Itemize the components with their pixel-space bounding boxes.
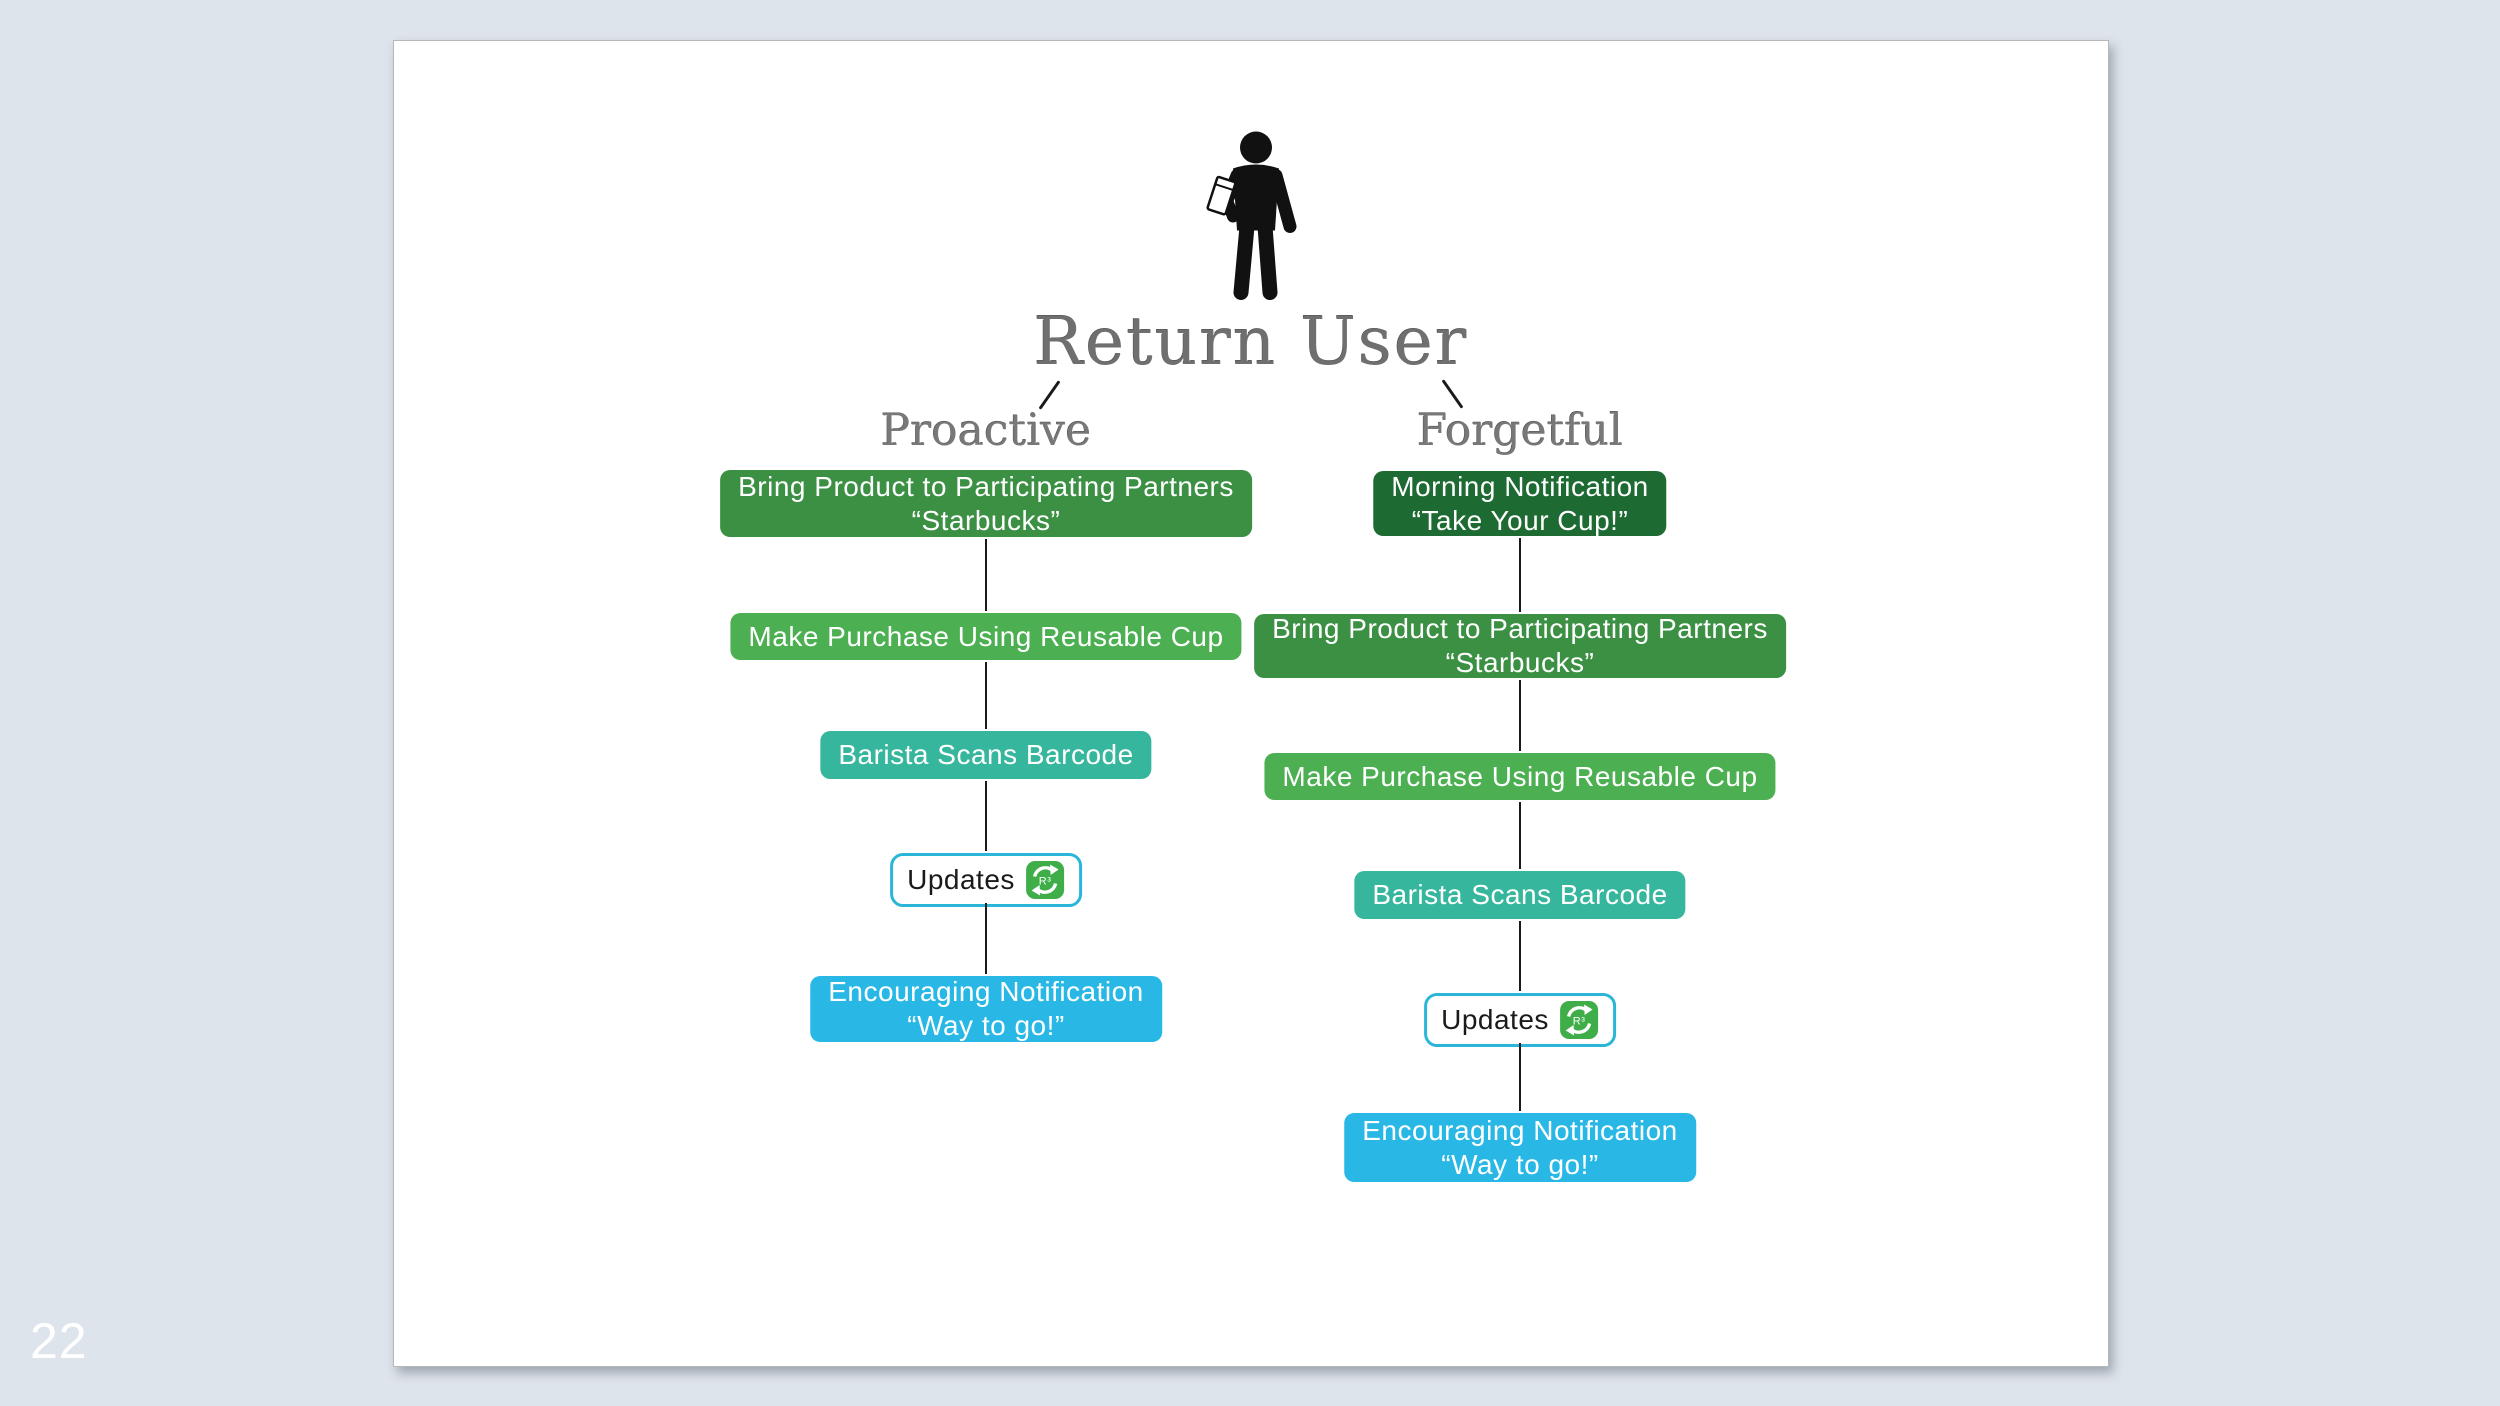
step-text: Bring Product to Participating Partners	[738, 470, 1234, 502]
step-text: Updates	[907, 864, 1015, 896]
connector-line	[985, 539, 988, 611]
step-box: Encouraging Notification “Way to go!”	[1344, 1113, 1696, 1182]
step-text: Barista Scans Barcode	[1372, 879, 1668, 911]
step-text: Updates	[1441, 1004, 1549, 1036]
step-text: Make Purchase Using Reusable Cup	[748, 620, 1224, 652]
updates-box: Updates R³	[890, 853, 1082, 907]
step-text: Morning Notification	[1391, 470, 1649, 502]
step-text: “Starbucks”	[911, 504, 1061, 536]
connector-line	[985, 781, 988, 851]
step-box: Bring Product to Participating Partners …	[1254, 613, 1786, 678]
connector-line	[1519, 680, 1522, 751]
connector-line	[1519, 538, 1522, 612]
step-box: Morning Notification “Take Your Cup!”	[1373, 470, 1667, 536]
connector-line	[1519, 921, 1522, 991]
r3-refresh-app-icon: R³	[1025, 861, 1064, 899]
cup-icon	[1206, 175, 1237, 216]
step-text: “Take Your Cup!”	[1411, 504, 1629, 536]
connector-line	[985, 662, 988, 729]
updates-box: Updates R³	[1424, 993, 1616, 1047]
connector-line	[1519, 802, 1522, 869]
step-box: Make Purchase Using Reusable Cup	[730, 613, 1242, 660]
step-text: Bring Product to Participating Partners	[1272, 613, 1768, 645]
r3-refresh-app-icon: R³	[1559, 1001, 1598, 1039]
connector-line	[1519, 1043, 1522, 1111]
branch-label-forgetful: Forgetful	[1416, 405, 1624, 456]
step-text: “Starbucks”	[1445, 647, 1595, 678]
step-text: Make Purchase Using Reusable Cup	[1282, 760, 1758, 792]
connector-line	[985, 903, 988, 974]
step-text: Encouraging Notification	[828, 976, 1144, 1008]
step-box: Bring Product to Participating Partners …	[720, 470, 1252, 537]
step-text: Encouraging Notification	[1362, 1114, 1678, 1146]
step-box: Barista Scans Barcode	[820, 731, 1152, 779]
step-box: Make Purchase Using Reusable Cup	[1264, 753, 1776, 800]
branch-label-proactive: Proactive	[880, 405, 1092, 456]
step-box: Encouraging Notification “Way to go!”	[810, 976, 1162, 1042]
step-box: Barista Scans Barcode	[1354, 871, 1686, 919]
person-holding-cup-icon	[1206, 131, 1297, 300]
page-number: 22	[30, 1313, 88, 1369]
branch-forgetful: Forgetful Morning Notification “Take You…	[1220, 41, 1820, 1366]
branch-proactive: Proactive Bring Product to Participating…	[686, 41, 1286, 1366]
page-title: Return User	[1033, 303, 1469, 380]
step-text: Barista Scans Barcode	[838, 739, 1134, 771]
r3-badge-text: R³	[1039, 876, 1052, 888]
step-text: “Way to go!”	[907, 1010, 1065, 1041]
step-text: “Way to go!”	[1441, 1148, 1599, 1180]
slide: Return User Proactive Bring Product to P…	[393, 40, 2109, 1367]
r3-badge-text: R³	[1573, 1016, 1586, 1028]
